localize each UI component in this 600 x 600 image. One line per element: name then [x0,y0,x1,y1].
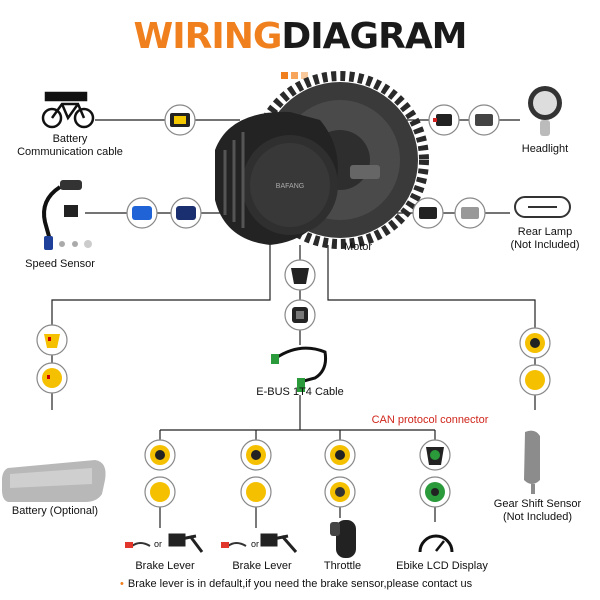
label-rear-lamp-1: Rear Lamp [517,226,573,238]
title-dot-2 [291,72,298,79]
label-lcd-display: Ebike LCD Display [396,560,488,572]
connector-rear-lamp-1 [412,197,444,229]
note-bullet-icon: • [120,578,124,590]
ebus-cable-icon [271,346,327,392]
brake-lever-left-icon [168,533,204,553]
gear-shift-sensor-icon [524,430,540,494]
label-brake-lever-right: Brake Lever [232,560,292,572]
connector-headlight-1 [428,104,460,136]
headlight-icon [528,86,562,136]
connector-motor-ebus-1 [284,259,316,291]
connector-gear-2 [519,364,551,396]
note-text: Brake lever is in default,if you need th… [127,578,473,590]
brake-sensor-left-icon [125,542,151,548]
title-diagram: DIAGRAM [281,16,467,57]
battery-bike-icon [41,91,95,129]
label-battery-comm-1: Battery [52,133,88,145]
label-throttle: Throttle [323,560,362,572]
connector-speed-2 [170,197,202,229]
label-headlight: Headlight [521,143,569,155]
label-brake-lever-left: Brake Lever [135,560,195,572]
connector-throttle-2 [324,476,356,508]
label-or-left: or [153,539,162,549]
connector-brake-right-1 [240,439,272,471]
brake-lever-right-icon [260,533,298,553]
label-motor: Motor [343,241,373,253]
connector-speed-1 [126,197,158,229]
label-battery-optional: Battery (Optional) [11,505,99,517]
connector-battery-2 [36,362,68,394]
label-battery-comm-2: Communication cable [17,146,123,158]
connector-gear-1 [519,327,551,359]
connector-display-2 [419,476,451,508]
label-can-connector: CAN protocol connector [371,414,489,426]
label-or-right: or [250,539,259,549]
connector-headlight-2 [468,104,500,136]
label-speed-sensor: Speed Sensor [25,258,95,270]
rear-lamp-icon [514,196,571,218]
lcd-display-icon [418,534,454,553]
throttle-icon [330,520,356,558]
label-ebus-cable: E-BUS 1T4 Cable [256,386,344,398]
speed-sensor-icon [42,180,92,250]
connector-brake-left-1 [144,439,176,471]
title-dot-1 [281,72,288,79]
connector-brake-left-2 [144,476,176,508]
connector-brake-right-2 [240,476,272,508]
title-dot-3 [301,72,308,79]
battery-pack-icon [2,460,106,502]
connector-motor-ebus-2 [284,299,316,331]
connector-display-1 [419,439,451,471]
diagram-title: WIRINGDIAGRAM [0,16,600,57]
motor-brand-logo: BAFANG [275,183,305,190]
label-rear-lamp-2: (Not Included) [510,239,580,251]
title-dots [281,66,311,84]
connector-rear-lamp-2 [454,197,486,229]
motor-body [215,111,380,246]
connector-battery-1 [36,324,68,356]
connector-throttle-1 [324,439,356,471]
label-gear-shift-2: (Not Included) [502,511,573,523]
label-gear-shift-1: Gear Shift Sensor [493,498,582,510]
brake-sensor-right-icon [221,542,247,548]
title-wiring: WIRING [133,16,283,57]
footer-note: •Brake lever is in default,if you need t… [120,578,520,591]
connector-battery-comm [164,104,196,136]
